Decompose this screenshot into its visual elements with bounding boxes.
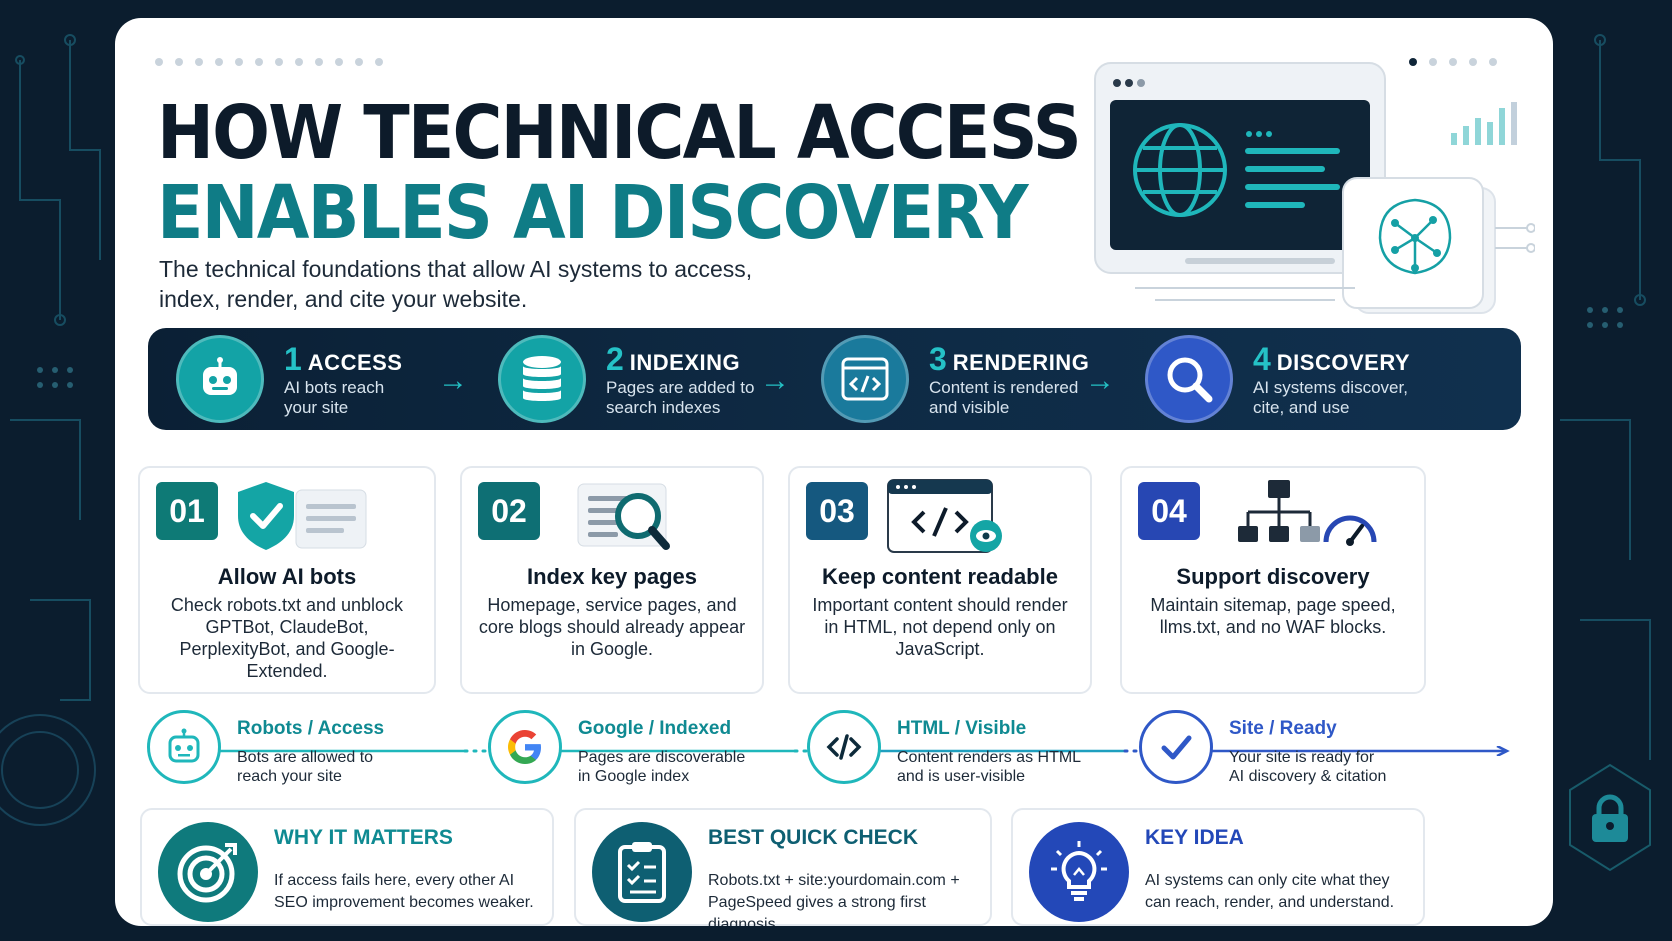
shield-check-icon — [238, 482, 367, 550]
padlock-icon — [1592, 794, 1628, 842]
note-heading: WHY IT MATTERS — [274, 826, 453, 849]
stage-name: ACCESS — [307, 349, 403, 375]
arrow-right-icon: → — [760, 364, 790, 397]
infographic-card: HOW TECHNICAL ACCESS ENABLES AI DISCOVER… — [115, 18, 1553, 926]
step-card-index-key-pages: 02 Index key pages Homepage, service pag… — [460, 466, 764, 694]
checkpoint-heading: Robots / Access — [237, 718, 385, 739]
step-badge: 02 — [478, 482, 540, 540]
checkpoint-heading: HTML / Visible — [897, 718, 1027, 739]
hero-illustration — [1094, 62, 1535, 314]
step-badge: 04 — [1138, 482, 1200, 540]
step-title: Keep content readable — [822, 564, 1058, 589]
stage-number: 4 — [1253, 340, 1271, 377]
note-why-it-matters: WHY IT MATTERS If access fails here, eve… — [140, 808, 554, 926]
stage-discovery-circle — [1145, 335, 1233, 423]
target-icon — [177, 843, 237, 903]
page-subtitle: The technical foundations that allow AI … — [159, 256, 753, 312]
checkpoint-heading: Google / Indexed — [578, 718, 732, 739]
stage-name: INDEXING — [629, 349, 741, 375]
decorative-dots-right — [1409, 58, 1497, 66]
checkpoint-circle — [807, 710, 881, 784]
step-description: Important content should render in HTML,… — [812, 595, 1068, 659]
stage-access-circle — [176, 335, 264, 423]
checkpoint-circle — [1139, 710, 1213, 784]
stage-indexing-circle — [498, 335, 586, 423]
stage-description: AI bots reach your site — [284, 377, 385, 417]
note-best-quick-check: BEST QUICK CHECK Robots.txt + site:yourd… — [574, 808, 992, 926]
checkpoint-description: Bots are allowed to reach your site — [237, 749, 374, 785]
note-description: AI systems can only cite what they can r… — [1145, 872, 1395, 911]
step-description: Homepage, service pages, and core blogs … — [478, 595, 746, 659]
stage-description: AI systems discover, cite, and use — [1253, 377, 1408, 417]
checkpoint-circle — [147, 710, 221, 784]
bar-chart-icon — [1451, 102, 1517, 145]
checkpoint-robots-access: Robots / Access Bots are allowed to reac… — [147, 710, 384, 786]
step-description: Check robots.txt and unblock GPTBot, Cla… — [170, 595, 404, 681]
arrow-right-icon: → — [438, 364, 468, 397]
code-eye-icon — [887, 479, 1002, 553]
decorative-dots — [155, 58, 383, 66]
google-icon — [508, 730, 541, 764]
note-key-idea: KEY IDEA AI systems can only cite what t… — [1011, 808, 1425, 926]
stage-description: Pages are added to search indexes — [606, 377, 755, 417]
checkpoint-description: Content renders as HTML and is user-visi… — [897, 749, 1081, 785]
ai-brain-card-icon — [1342, 177, 1496, 314]
note-description: Robots.txt + site:yourdomain.com + PageS… — [708, 872, 960, 926]
step-description: Maintain sitemap, page speed, llms.txt, … — [1150, 595, 1396, 637]
stage-name: RENDERING — [952, 349, 1090, 375]
step-badge: 01 — [156, 482, 218, 540]
step-title: Index key pages — [527, 564, 697, 589]
note-heading: KEY IDEA — [1145, 826, 1244, 849]
step-card-support-discovery: 04 Support discovery Maintain sitemap, p… — [1120, 466, 1426, 694]
stage-number: 1 — [284, 340, 302, 377]
browser-window-icon — [1094, 62, 1386, 274]
step-title: Allow AI bots — [217, 564, 357, 589]
stage-name: DISCOVERY — [1276, 349, 1411, 375]
note-circle — [1029, 822, 1129, 922]
checkmark-icon — [1161, 735, 1192, 760]
clipboard-icon — [618, 842, 666, 903]
lightbulb-icon — [1051, 841, 1107, 901]
note-circle — [592, 822, 692, 922]
checkpoint-description: Your site is ready for AI discovery & ci… — [1229, 749, 1387, 785]
database-icon — [523, 356, 561, 401]
checkpoint-html-visible: HTML / Visible Content renders as HTML a… — [807, 710, 1087, 786]
checkpoint-site-ready: Site / Ready Your site is ready for AI d… — [1139, 710, 1389, 786]
note-description: If access fails here, every other AI SEO… — [274, 872, 534, 911]
title-line-2: ENABLES AI DISCOVERY — [157, 170, 1029, 256]
step-title: Support discovery — [1176, 564, 1370, 589]
step-badge: 03 — [806, 482, 868, 540]
stage-number: 2 — [606, 340, 624, 377]
stage-description: Content is rendered and visible — [929, 377, 1079, 417]
note-circle — [158, 822, 258, 922]
stage-rendering-circle — [821, 335, 909, 423]
step-card-keep-content-readable: 03 Keep content readable Important conte… — [788, 466, 1092, 694]
code-icon — [826, 734, 862, 760]
page-title: HOW TECHNICAL ACCESS ENABLES AI DISCOVER… — [157, 90, 1082, 256]
robot-icon — [168, 728, 200, 763]
note-heading: BEST QUICK CHECK — [708, 826, 919, 849]
checkpoint-description: Pages are discoverable in Google index — [578, 749, 746, 785]
magnifier-icon — [1167, 357, 1213, 403]
step-card-allow-ai-bots: 01 Allow AI bots Check robots.txt and un… — [138, 466, 436, 694]
checkpoint-circle — [488, 710, 562, 784]
checkpoint-heading: Site / Ready — [1229, 718, 1337, 739]
sitemap-speed-icon — [1238, 480, 1377, 546]
arrow-right-icon: → — [1085, 364, 1115, 397]
checkpoint-google-indexed: Google / Indexed Pages are discoverable … — [488, 710, 758, 786]
search-document-icon — [577, 483, 670, 550]
code-window-icon — [841, 357, 889, 401]
robot-icon — [203, 357, 237, 395]
globe-icon — [1133, 123, 1227, 217]
stage-number: 3 — [929, 340, 947, 377]
title-line-1: HOW TECHNICAL ACCESS — [157, 90, 1082, 176]
